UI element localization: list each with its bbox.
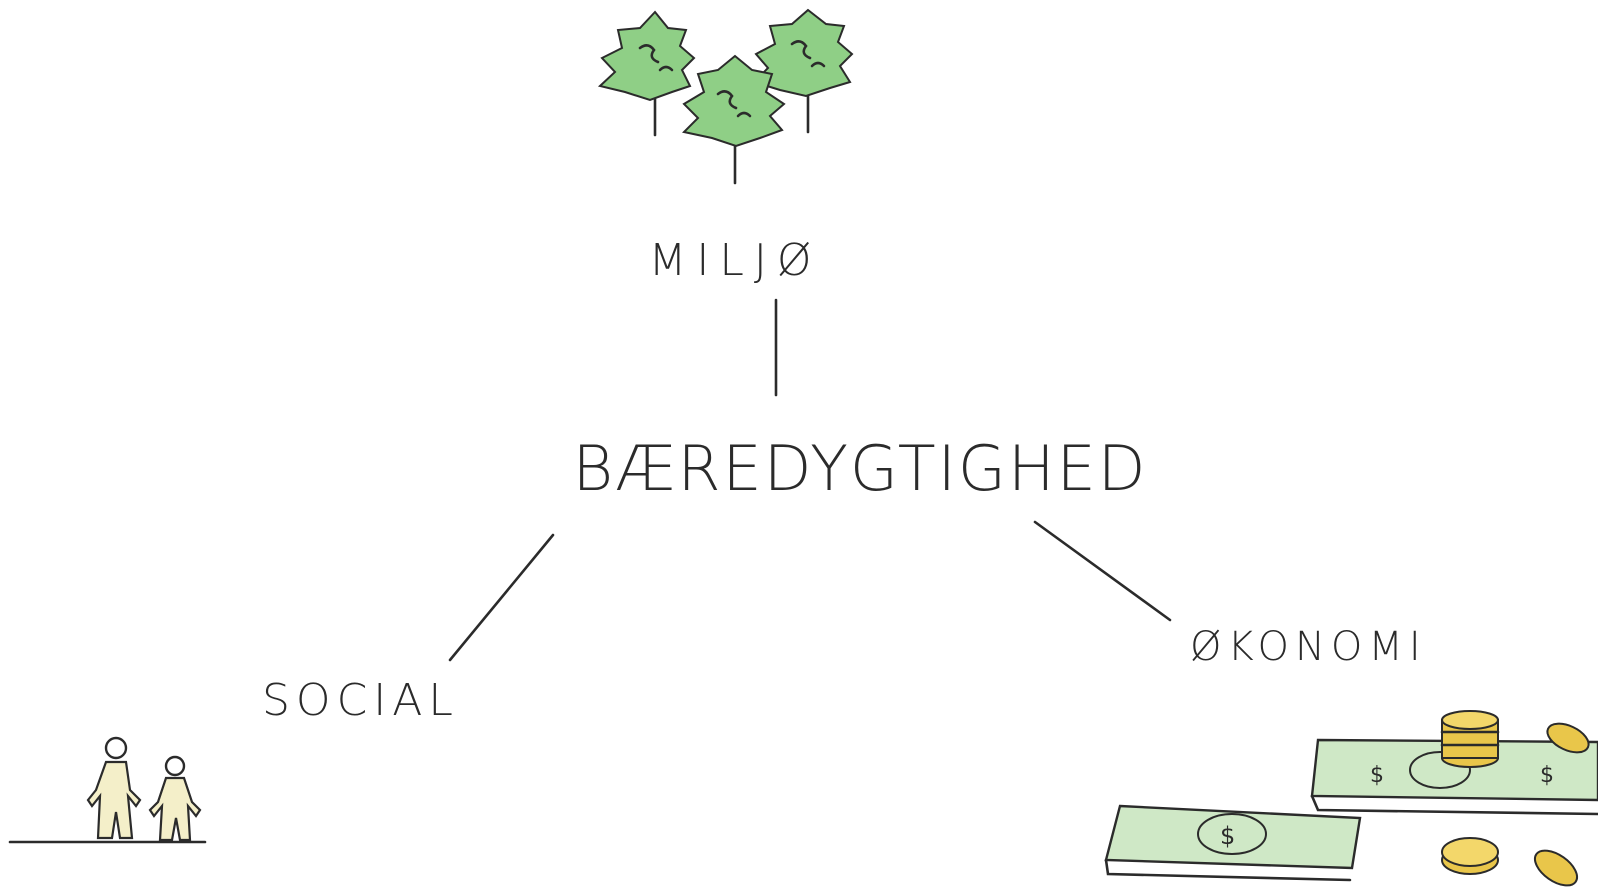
svg-text:$: $ [1370, 763, 1384, 788]
connector-left [448, 533, 555, 662]
people-icon [8, 736, 207, 844]
trees-icon [597, 8, 854, 185]
svg-text:$: $ [1220, 822, 1235, 850]
label-okonomi: ØKONOMI [1190, 624, 1427, 670]
svg-text:$: $ [1540, 763, 1554, 788]
label-baeredygtighed: BÆREDYGTIGHED [572, 432, 1147, 505]
label-miljo: MILJØ [648, 235, 821, 286]
label-social: SOCIAL [262, 675, 459, 726]
connector-right [1033, 520, 1172, 622]
money-icon: $ $ $ [1104, 710, 1598, 887]
